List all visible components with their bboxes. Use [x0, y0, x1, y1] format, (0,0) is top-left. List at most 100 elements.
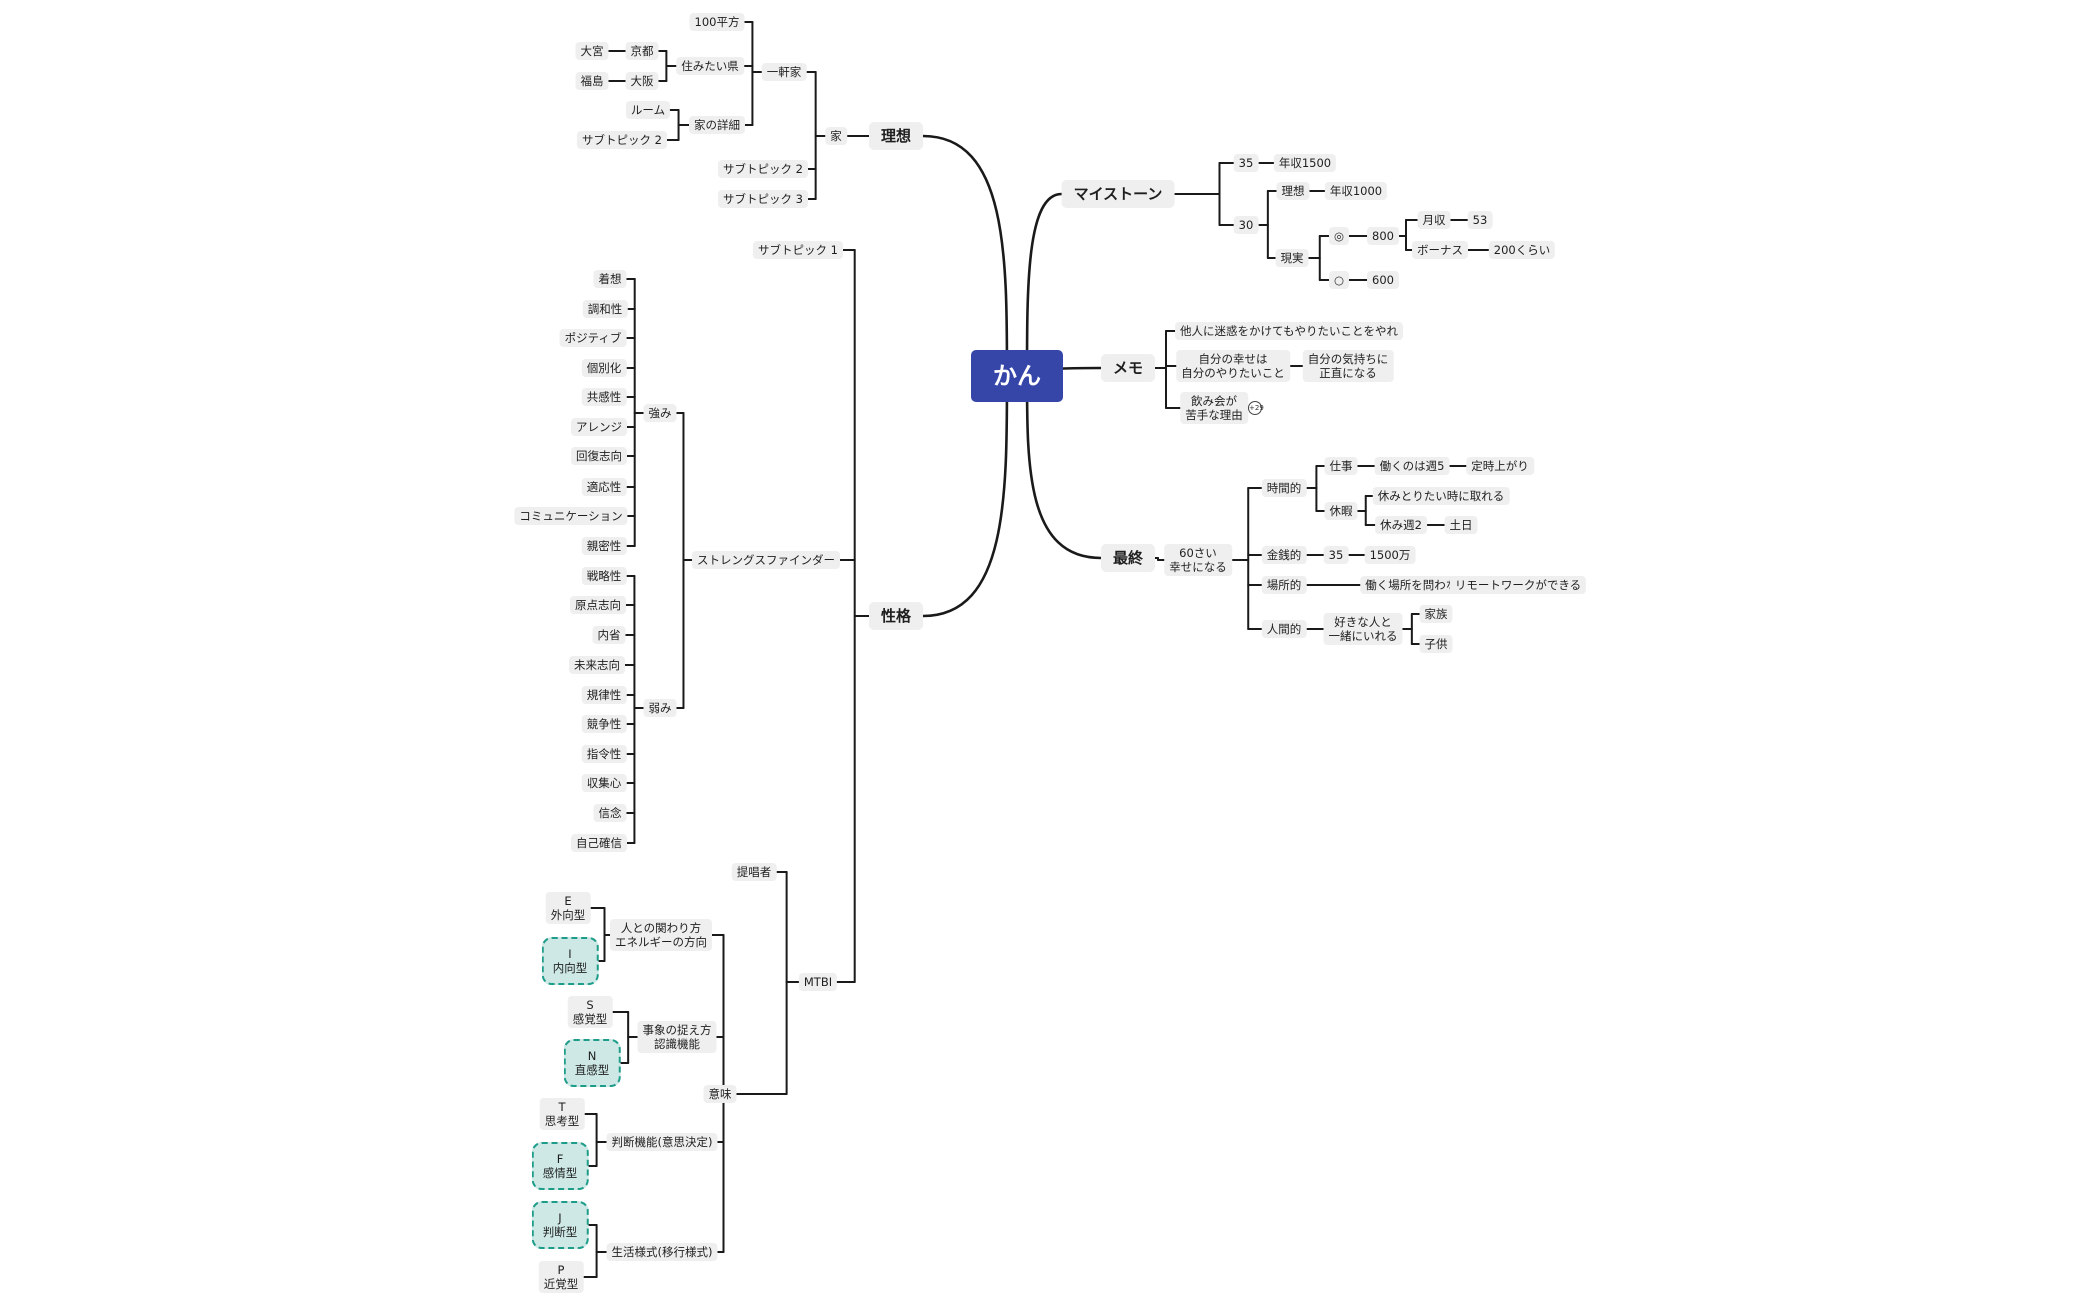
topic-tsuyomi[interactable]: 強み	[643, 404, 677, 422]
strength-item[interactable]: 適応性	[581, 478, 627, 496]
topic-hito-kakawari[interactable]: 人との関わり方 エネルギーの方向	[610, 919, 712, 951]
topic-riso-30[interactable]: 理想	[1276, 182, 1310, 200]
topic-jisho-toraekata[interactable]: 事象の捉え方 認識機能	[637, 1021, 717, 1053]
topic-subtopic-1[interactable]: サブトピック 1	[753, 241, 843, 259]
branch-milestone[interactable]: マイストーン	[1061, 180, 1175, 208]
strength-item[interactable]: 共感性	[581, 388, 627, 406]
topic-ie-shosai[interactable]: 家の詳細	[689, 116, 745, 134]
topic-memo-2b[interactable]: 自分の気持ちに 正直になる	[1302, 350, 1394, 382]
topic-100heiho[interactable]: 100平方	[689, 13, 745, 31]
topic-strengthsfinder[interactable]: ストレングスファインダー	[692, 551, 840, 569]
topic-subtopic-3[interactable]: サブトピック 3	[718, 190, 808, 208]
topic-kyoto[interactable]: 京都	[625, 42, 659, 60]
topic-1500man[interactable]: 1500万	[1364, 546, 1416, 564]
mbti-type-s[interactable]: S 感覚型	[567, 996, 613, 1028]
topic-teiji[interactable]: 定時上がり	[1466, 457, 1534, 475]
topic-osaka[interactable]: 大阪	[625, 72, 659, 90]
topic-memo-3[interactable]: 飲み会が 苦手な理由	[1180, 392, 1248, 424]
topic-teishosha[interactable]: 提唱者	[731, 863, 777, 881]
topic-kinsenteki[interactable]: 金銭的	[1261, 546, 1307, 564]
weakness-item[interactable]: 内省	[592, 626, 626, 644]
strength-item[interactable]: 着想	[593, 270, 627, 288]
topic-nenshu-1000[interactable]: 年収1000	[1324, 182, 1388, 200]
topic-donichi[interactable]: 土日	[1444, 516, 1478, 534]
topic-mtbi[interactable]: MTBI	[798, 973, 838, 991]
topic-imi[interactable]: 意味	[703, 1085, 737, 1103]
topic-circle[interactable]: ○	[1328, 271, 1350, 289]
topic-remote[interactable]: リモートワークができる	[1449, 576, 1587, 594]
topic-memo-1[interactable]: 他人に迷惑をかけてもやりたいことをやれ	[1175, 322, 1403, 340]
topic-800[interactable]: 800	[1367, 227, 1399, 245]
weakness-item[interactable]: 競争性	[581, 715, 627, 733]
topic-30[interactable]: 30	[1233, 216, 1259, 234]
root-topic[interactable]: かん	[971, 350, 1063, 402]
branch-riso[interactable]: 理想	[868, 122, 924, 150]
strength-item[interactable]: 親密性	[581, 537, 627, 555]
mbti-type-p[interactable]: P 近覚型	[538, 1261, 584, 1293]
topic-ningenteki[interactable]: 人間的	[1261, 620, 1307, 638]
connector-line	[921, 134, 1009, 378]
topic-yowami[interactable]: 弱み	[643, 699, 677, 717]
mbti-type-i[interactable]: I 内向型	[541, 937, 599, 985]
mbti-type-t[interactable]: T 思考型	[539, 1098, 585, 1130]
topic-yasumi-toritai[interactable]: 休みとりたい時に取れる	[1372, 487, 1510, 505]
topic-gesshu[interactable]: 月収	[1417, 211, 1451, 229]
topic-k35[interactable]: 35	[1323, 546, 1349, 564]
topic-memo-2[interactable]: 自分の幸せは 自分のやりたいこと	[1176, 350, 1290, 382]
mbti-type-j[interactable]: J 判断型	[531, 1201, 589, 1249]
weakness-item[interactable]: 未来志向	[569, 656, 625, 674]
topic-ie[interactable]: 家	[825, 127, 847, 145]
topic-nenshu-1500[interactable]: 年収1500	[1273, 154, 1337, 172]
mbti-type-n[interactable]: N 直感型	[563, 1039, 621, 1087]
topic-jikanteki[interactable]: 時間的	[1261, 479, 1307, 497]
topic-basho-towanai[interactable]: 働く場所を問わない	[1360, 576, 1474, 594]
topic-35[interactable]: 35	[1233, 154, 1259, 172]
branch-seikaku[interactable]: 性格	[868, 602, 924, 630]
topic-double-circle[interactable]: ◎	[1328, 227, 1350, 245]
collapsed-count-badge[interactable]: +29	[1248, 401, 1264, 415]
topic-sukina-hito[interactable]: 好きな人と 一緒にいれる	[1323, 613, 1403, 645]
branch-saishu[interactable]: 最終	[1100, 544, 1156, 572]
weakness-item[interactable]: 規律性	[581, 686, 627, 704]
topic-bashoteki[interactable]: 場所的	[1261, 576, 1307, 594]
weakness-item[interactable]: 自己確信	[571, 834, 627, 852]
strength-item[interactable]: 回復志向	[571, 447, 627, 465]
mbti-type-f[interactable]: F 感情型	[531, 1142, 589, 1190]
topic-rokuju[interactable]: 60さい 幸せになる	[1164, 544, 1232, 576]
topic-kodomo[interactable]: 子供	[1419, 635, 1453, 653]
connector-line	[1025, 374, 1103, 560]
topic-fukushima[interactable]: 福島	[575, 72, 609, 90]
topic-genjitsu[interactable]: 現実	[1275, 249, 1309, 267]
topic-53[interactable]: 53	[1467, 211, 1493, 229]
topic-600[interactable]: 600	[1367, 271, 1399, 289]
topic-hataraku-5[interactable]: 働くのは週5	[1374, 457, 1450, 475]
topic-kyuka[interactable]: 休暇	[1324, 502, 1358, 520]
strength-item[interactable]: コミュニケーション	[514, 507, 628, 525]
weakness-item[interactable]: 原点志向	[570, 596, 626, 614]
connector-line	[1025, 192, 1063, 378]
topic-ikkenya[interactable]: 一軒家	[761, 63, 807, 81]
topic-omiya[interactable]: 大宮	[575, 42, 609, 60]
topic-bonus[interactable]: ボーナス	[1412, 241, 1468, 259]
topic-yasumi-2[interactable]: 休み週2	[1375, 516, 1427, 534]
topic-subtopic-2a[interactable]: サブトピック 2	[577, 131, 667, 149]
topic-subtopic-2[interactable]: サブトピック 2	[718, 160, 808, 178]
strength-item[interactable]: 個別化	[581, 359, 627, 377]
topic-seikatsu-yoshiki[interactable]: 生活様式(移行様式)	[606, 1243, 718, 1261]
weakness-item[interactable]: 戦略性	[581, 567, 627, 585]
topic-room[interactable]: ルーム	[625, 101, 671, 119]
mbti-type-e[interactable]: E 外向型	[545, 892, 591, 924]
topic-handan-kino[interactable]: 判断機能(意思決定)	[606, 1133, 718, 1151]
weakness-item[interactable]: 収集心	[581, 774, 627, 792]
strength-item[interactable]: アレンジ	[571, 418, 627, 436]
strength-item[interactable]: ポジティブ	[559, 329, 627, 347]
branch-memo[interactable]: メモ	[1100, 354, 1156, 382]
topic-sumitai-ken[interactable]: 住みたい県	[676, 57, 744, 75]
weakness-item[interactable]: 指令性	[581, 745, 627, 763]
weakness-item[interactable]: 信念	[593, 804, 627, 822]
topic-kazoku[interactable]: 家族	[1419, 605, 1453, 623]
strength-item[interactable]: 調和性	[582, 300, 628, 318]
topic-shigoto[interactable]: 仕事	[1324, 457, 1358, 475]
topic-200kurai[interactable]: 200くらい	[1488, 241, 1556, 259]
